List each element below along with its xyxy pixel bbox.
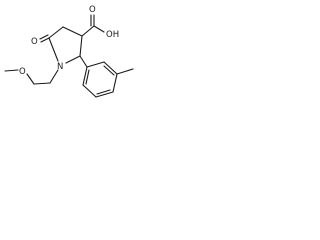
structure-canvas: O O OH N O xyxy=(0,0,150,106)
chemical-structure-diagram: O O OH N O xyxy=(4,5,134,98)
aryl-methyl-bond xyxy=(116,68,134,75)
ring-nitrogen-label: N xyxy=(57,62,63,72)
methoxyethyl-chain: O xyxy=(4,67,59,85)
ether-oxygen-label: O xyxy=(19,67,26,77)
lactam-co-bond-b xyxy=(39,34,49,40)
aryl-double-bond-c xyxy=(85,69,90,85)
aryl-double-bond-b xyxy=(96,89,111,95)
tolyl-ring xyxy=(82,61,134,98)
lactam-oxygen-label: O xyxy=(31,37,38,47)
aryl-attachment-bond xyxy=(79,55,88,68)
pyrrolidinone-ring xyxy=(48,26,83,64)
acid-oxygen-label: O xyxy=(89,5,96,15)
aryl-bond-2 xyxy=(103,61,118,75)
aryl-bond-5 xyxy=(82,84,97,98)
chain-bond-c2-o xyxy=(26,73,35,85)
ring-bond-c5-c4 xyxy=(48,26,64,39)
aryl-double-bond-a xyxy=(103,65,115,76)
ring-bond-c4-c3 xyxy=(62,26,83,37)
aryl-bond-1 xyxy=(86,61,105,68)
chain-bond-n-c1 xyxy=(49,69,59,84)
lactam-co-bond-a xyxy=(40,37,50,43)
ring-bond-n-c5 xyxy=(48,37,59,62)
chain-bond-c1-c2 xyxy=(33,82,51,85)
aryl-bond-4 xyxy=(95,91,114,98)
lactam-carbonyl: O xyxy=(31,34,50,47)
chain-bond-o-ch3 xyxy=(4,69,19,72)
acid-c-bond xyxy=(81,25,95,37)
ring-bond-c3-c2 xyxy=(79,35,83,57)
ring-bond-c2-n xyxy=(65,55,81,64)
acid-hydroxyl-label: OH xyxy=(106,30,119,40)
carboxylic-acid-group: O OH xyxy=(81,5,119,40)
aryl-bond-3 xyxy=(112,73,118,93)
acid-oh-bond xyxy=(93,25,105,33)
aryl-bond-6 xyxy=(82,66,88,86)
